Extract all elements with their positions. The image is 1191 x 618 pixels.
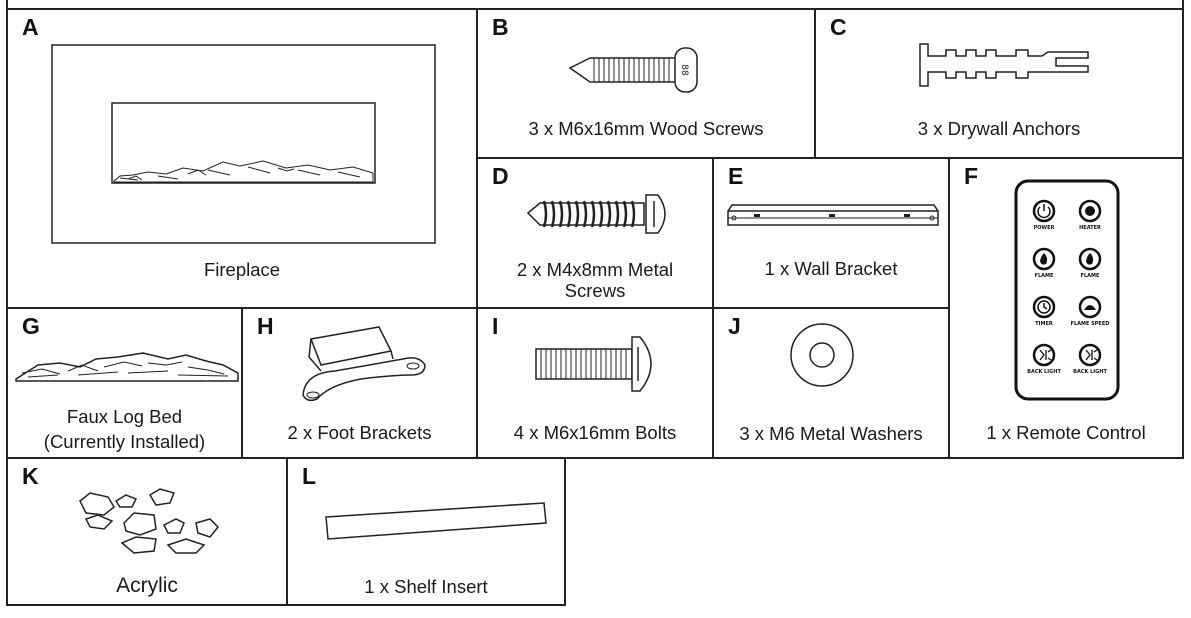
faux-log-bed-illustration	[15, 352, 239, 382]
part-e-letter: E	[728, 163, 744, 189]
part-a-caption: Fireplace	[203, 259, 281, 280]
part-k-cell: K Acrylic	[6, 457, 288, 606]
part-g-caption-line2: (Currently Installed)	[43, 431, 206, 452]
acrylic-illustration	[79, 488, 220, 554]
part-e-caption: 1 x Wall Bracket	[764, 258, 898, 279]
heater-icon	[1078, 199, 1102, 223]
foot-bracket-illustration	[302, 326, 426, 402]
metal-screw-illustration	[526, 194, 666, 234]
part-j-letter: J	[728, 313, 741, 339]
part-f-caption: 1 x Remote Control	[986, 422, 1146, 443]
part-k-caption: Acrylic	[116, 574, 178, 597]
part-d-caption-line2: Screws	[564, 280, 626, 301]
part-j-cell: J 3 x M6 Metal Washers	[712, 307, 950, 459]
part-e-cell: E 1 x Wall Bracket	[712, 157, 950, 309]
fireplace-illustration	[51, 44, 436, 244]
power-icon	[1032, 199, 1056, 223]
timer-icon	[1032, 295, 1056, 319]
washer-illustration	[790, 323, 854, 387]
backlight-icon	[1032, 343, 1056, 367]
part-c-caption: 3 x Drywall Anchors	[917, 118, 1081, 139]
wall-bracket-illustration	[727, 204, 939, 226]
part-b-cell: B 88 3 x M6x16mm Wood Screws	[476, 8, 816, 159]
part-f-cell: F	[948, 157, 1184, 459]
remote-label-flame: FLAME	[1035, 273, 1054, 279]
flame-icon	[1078, 247, 1102, 271]
remote-label-flame-speed: FLAME SPEED	[1071, 321, 1110, 327]
part-i-caption: 4 x M6x16mm Bolts	[513, 422, 677, 443]
part-f-letter: F	[964, 163, 979, 189]
remote-label-backlight: BACK LIGHT	[1027, 369, 1061, 375]
flame-icon	[1032, 247, 1056, 271]
part-g-letter: G	[22, 313, 40, 339]
part-l-cell: L 1 x Shelf Insert	[286, 457, 566, 606]
part-g-caption-line1: Faux Log Bed	[66, 406, 183, 427]
flame-speed-icon	[1078, 295, 1102, 319]
remote-label-flame-adjust: FLAME	[1081, 273, 1100, 279]
part-i-cell: I 4 x M6x16mm Bolts	[476, 307, 714, 459]
part-h-cell: H 2 x Foot Brackets	[241, 307, 478, 459]
backlight-icon	[1078, 343, 1102, 367]
wood-screw-illustration: 88	[568, 47, 698, 93]
part-h-letter: H	[257, 313, 274, 339]
part-b-caption: 3 x M6x16mm Wood Screws	[528, 118, 764, 139]
remote-label-timer: TIMER	[1035, 321, 1053, 327]
remote-label-heater: HEATER	[1079, 225, 1101, 231]
top-border	[6, 0, 1184, 10]
drywall-anchor-illustration	[919, 43, 1089, 87]
part-j-caption: 3 x M6 Metal Washers	[739, 423, 923, 444]
part-d-caption-line1: 2 x M4x8mm Metal	[516, 259, 674, 280]
part-a-letter: A	[22, 14, 39, 40]
shelf-insert-illustration	[325, 502, 547, 540]
part-k-letter: K	[22, 463, 39, 489]
part-b-letter: B	[492, 14, 509, 40]
remote-label-power: POWER	[1034, 225, 1055, 231]
remote-label-backlight-adjust: BACK LIGHT	[1073, 369, 1107, 375]
part-h-caption: 2 x Foot Brackets	[287, 422, 432, 443]
part-l-letter: L	[302, 463, 317, 489]
part-i-letter: I	[492, 313, 499, 339]
part-l-caption: 1 x Shelf Insert	[364, 576, 488, 597]
svg-text:88: 88	[679, 64, 689, 76]
part-a-cell: A Fireplace	[6, 8, 478, 309]
part-c-letter: C	[830, 14, 847, 40]
part-g-cell: G Faux Log Bed (Currently Installed)	[6, 307, 243, 459]
part-d-cell: D 2 x M4x8mm Metal Screws	[476, 157, 714, 309]
part-d-letter: D	[492, 163, 509, 189]
part-c-cell: C 3 x Drywall Anchors	[814, 8, 1184, 159]
bolt-illustration	[535, 336, 652, 392]
remote-control-illustration: POWER HEATER FLAME FLAME TIMER FLAME SPE…	[1014, 179, 1120, 401]
